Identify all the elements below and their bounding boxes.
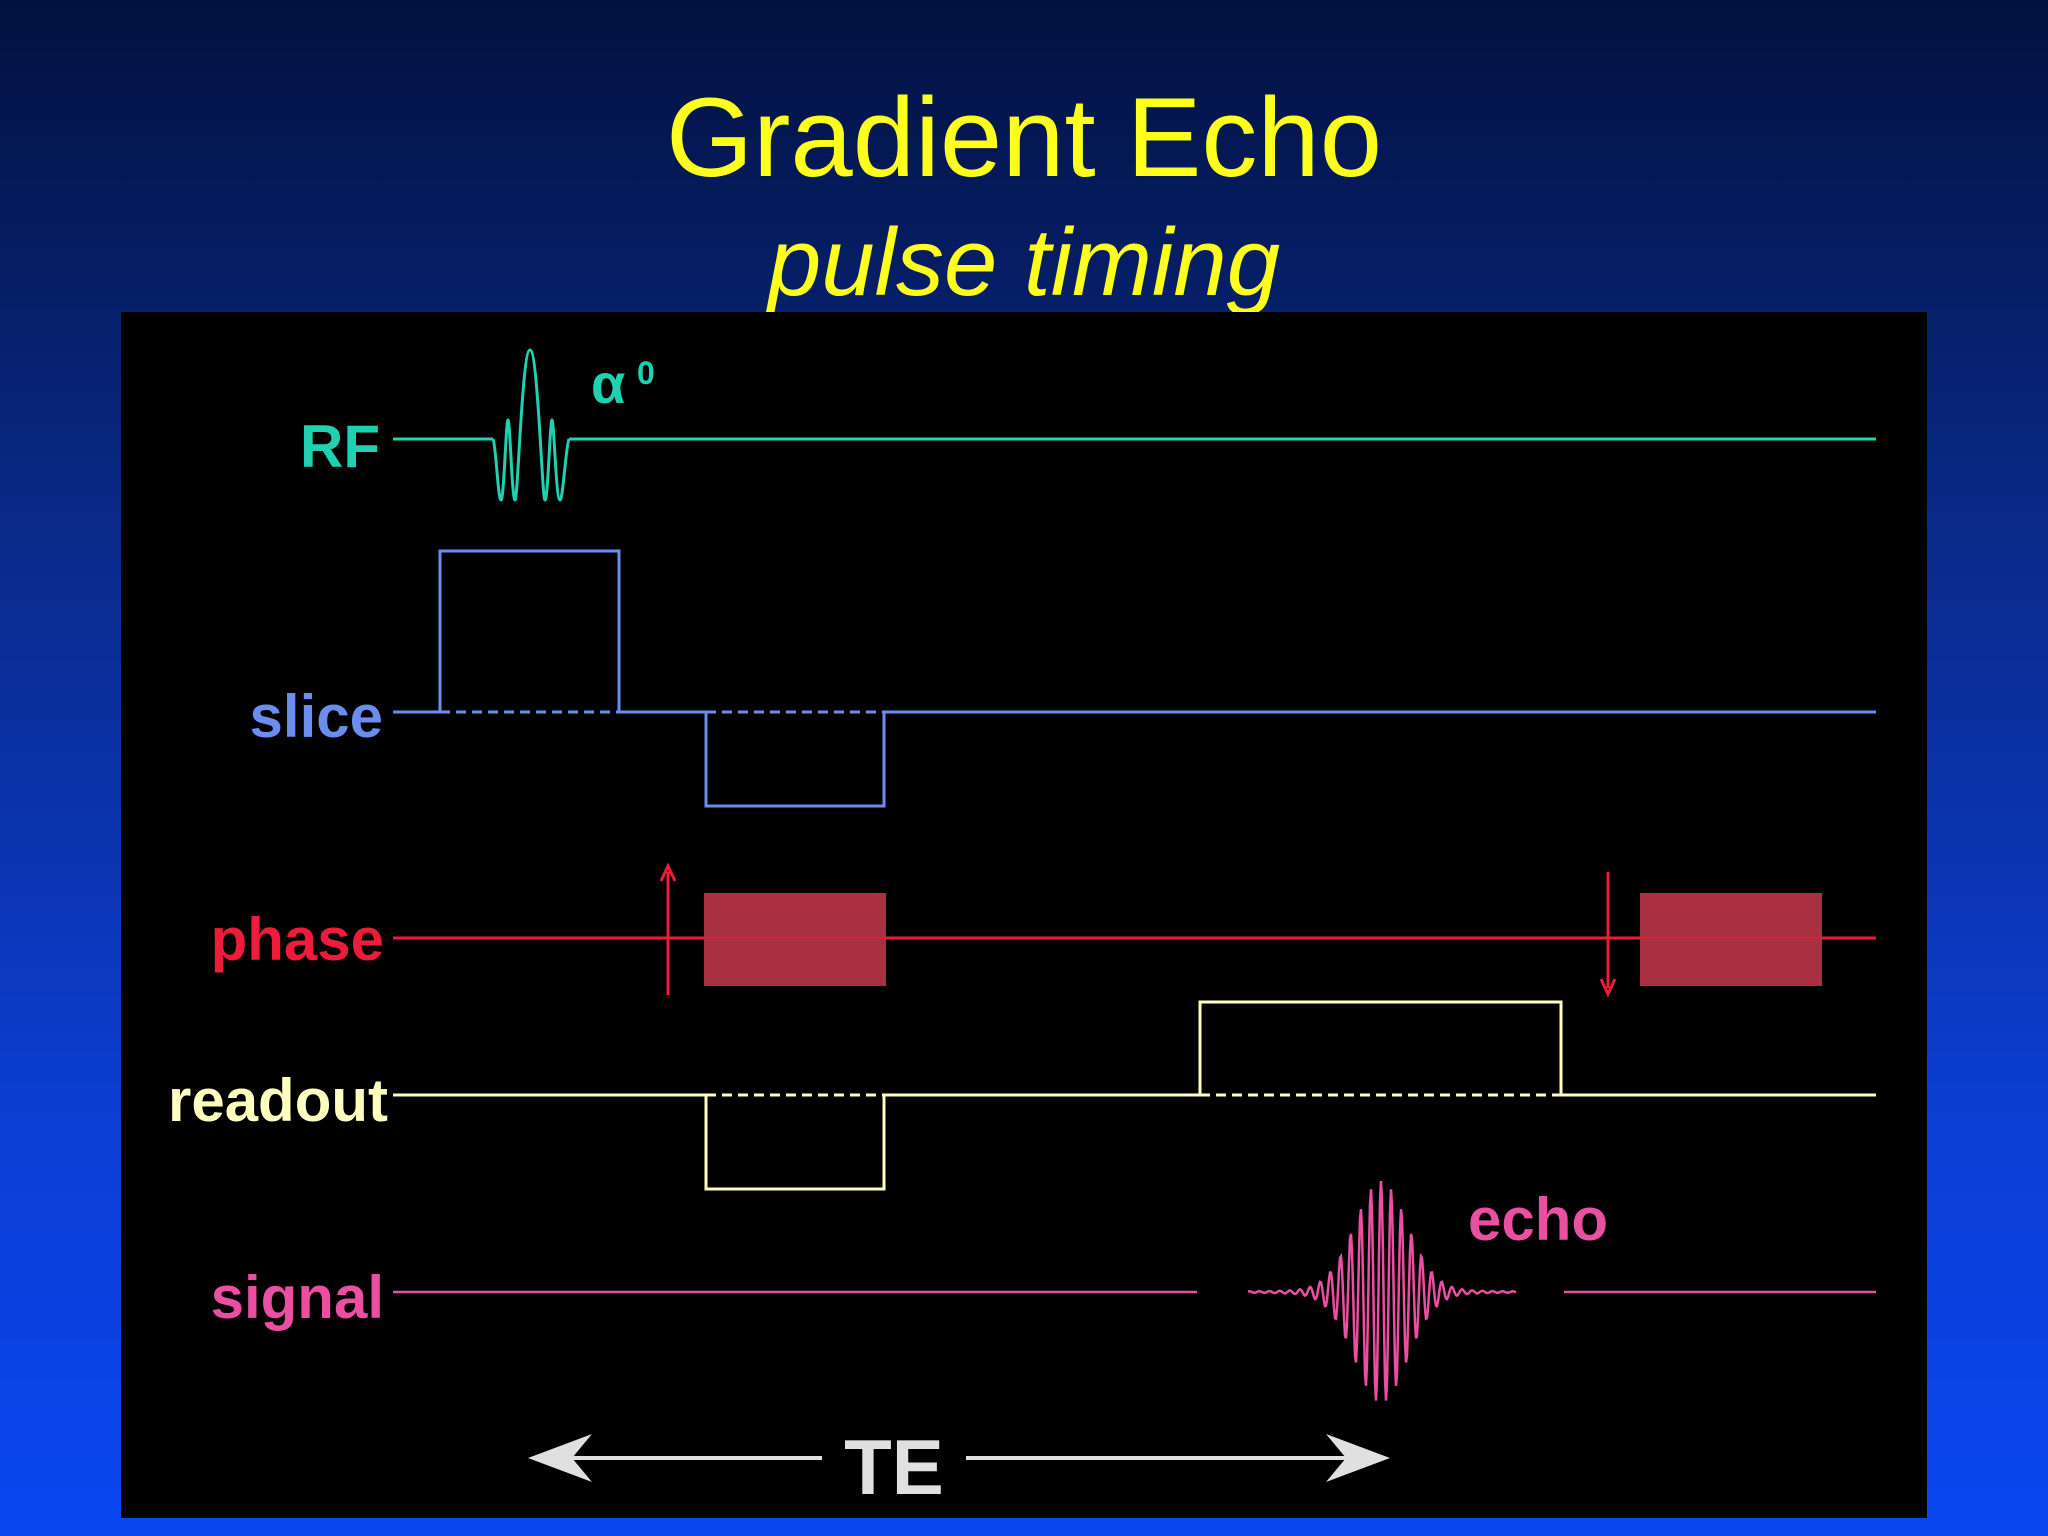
te-label-background (824, 1418, 964, 1518)
row-label-readout: readout (168, 1067, 388, 1134)
slide-title: Gradient Echo (666, 75, 1382, 200)
diagram-panel (121, 312, 1927, 1518)
row-label-rf: RF (300, 413, 380, 480)
row-label-phase: phase (211, 906, 384, 973)
echo-label: echo (1468, 1186, 1608, 1253)
slice-gradient (393, 549, 1876, 808)
flip-angle-superscript: 0 (637, 355, 655, 391)
flip-angle-label: α (591, 352, 625, 415)
phase-up-arrow (659, 862, 677, 995)
signal-trace (393, 1180, 1876, 1401)
te-label: TE (844, 1423, 944, 1511)
echo-waveform (1247, 1180, 1517, 1401)
phase-down-arrow (1599, 872, 1617, 998)
row-label-signal: signal (211, 1264, 384, 1331)
rf-waveform (393, 348, 1876, 502)
slide-subtitle: pulse timing (767, 209, 1281, 316)
row-label-slice: slice (250, 683, 383, 750)
readout-gradient (393, 1000, 1876, 1191)
phase-gradient (393, 893, 1876, 986)
phase-encode-block (704, 893, 886, 986)
phase-rewind-block (1640, 893, 1822, 986)
